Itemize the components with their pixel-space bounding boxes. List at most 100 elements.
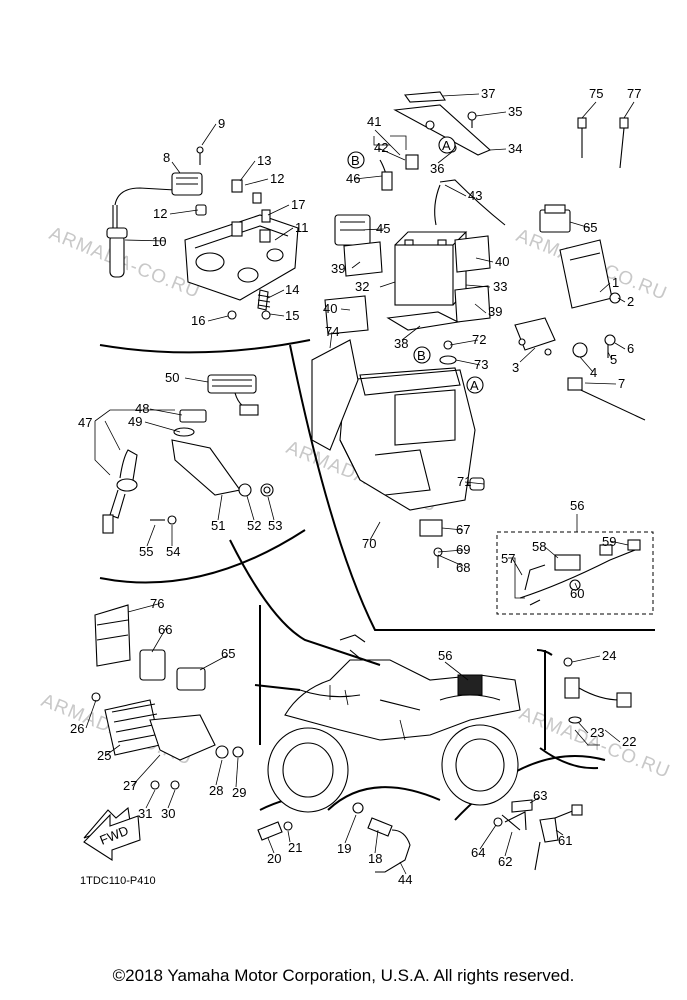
leader-line — [351, 261, 361, 269]
leader-line — [359, 228, 385, 231]
callout: 24 — [602, 648, 616, 663]
callout: 68 — [456, 560, 470, 575]
callout: 48 — [135, 401, 149, 416]
callout: 26 — [70, 721, 84, 736]
leader-line — [441, 527, 464, 531]
callout: 2 — [627, 294, 634, 309]
callout: 52 — [247, 518, 261, 533]
callout: 71 — [457, 474, 471, 489]
callout: 73 — [474, 357, 488, 372]
leader-line — [239, 160, 256, 182]
callout: 58 — [532, 539, 546, 554]
fwd-arrow: FWD — [83, 813, 141, 862]
leader-line — [475, 111, 507, 117]
bracket-line — [94, 409, 175, 476]
callout: 25 — [97, 748, 111, 763]
callout: 38 — [394, 336, 408, 351]
callout: 69 — [456, 542, 470, 557]
leader-line — [269, 313, 285, 317]
callout: 3 — [512, 360, 519, 375]
bottom-parts — [257, 799, 583, 873]
leader-line — [374, 129, 401, 156]
callout: 50 — [165, 370, 179, 385]
callout: 45 — [376, 221, 390, 236]
callout: 10 — [152, 234, 166, 249]
leader-line — [599, 282, 611, 293]
leader-line — [579, 356, 594, 373]
callout: 76 — [150, 596, 164, 611]
leader-line — [544, 546, 559, 559]
reference-marks: B A B A — [347, 136, 484, 394]
leader-line — [511, 557, 523, 576]
leader-line — [464, 481, 485, 485]
leader-line — [437, 151, 453, 164]
callout: 56 — [570, 498, 584, 513]
callout: 74 — [325, 324, 339, 339]
leader-line — [489, 148, 507, 151]
leader-line — [569, 221, 591, 229]
callout: 34 — [508, 141, 522, 156]
leader-line — [617, 297, 626, 303]
callout: 63 — [533, 788, 547, 803]
leader-line — [377, 147, 406, 161]
callout: 66 — [158, 622, 172, 637]
callout: 72 — [472, 332, 486, 347]
leader-line — [474, 303, 487, 314]
leader-lines — [85, 93, 635, 875]
callout: 12 — [153, 206, 167, 221]
leader-line — [199, 654, 229, 671]
bracket-line — [508, 557, 525, 599]
callout: 41 — [367, 114, 381, 129]
harness-subassembly — [496, 531, 654, 615]
leader-line — [267, 204, 290, 216]
leader-line — [369, 521, 381, 541]
callout: 42 — [374, 140, 388, 155]
leader-line — [444, 661, 469, 681]
leader-line — [244, 178, 269, 186]
callout: 57 — [501, 551, 515, 566]
ref-a-label: A — [470, 378, 479, 393]
leader-line — [207, 315, 229, 322]
callout: 39 — [488, 304, 502, 319]
callout-labels: 1 2 3 4 5 6 7 8 9 10 11 12 12 13 14 15 1… — [70, 86, 641, 887]
leader-line — [607, 351, 613, 361]
ref-b-label: B — [351, 153, 360, 168]
callout: 8 — [163, 150, 170, 165]
callout: 53 — [268, 518, 282, 533]
leader-line — [340, 308, 351, 311]
leader-line — [584, 382, 617, 385]
callout: 22 — [622, 734, 636, 749]
electrical-bracket — [184, 179, 299, 320]
callout: 32 — [355, 279, 369, 294]
ref-b-label: B — [417, 348, 426, 363]
leader-line — [401, 325, 421, 341]
callout: 23 — [590, 725, 604, 740]
callout: 18 — [368, 851, 382, 866]
callout: 65 — [221, 646, 235, 661]
callout: 51 — [211, 518, 225, 533]
callout: 27 — [123, 778, 137, 793]
leader-line — [329, 331, 333, 349]
callout: 43 — [468, 188, 482, 203]
callout: 59 — [602, 534, 616, 549]
relay-ecu-area — [514, 117, 646, 421]
callout: 61 — [558, 833, 572, 848]
leader-line — [604, 729, 621, 743]
callout: 15 — [285, 308, 299, 323]
leader-line — [479, 824, 497, 850]
leader-line — [267, 289, 285, 299]
callout: 31 — [138, 806, 152, 821]
callout: 55 — [139, 544, 153, 559]
callout: 67 — [456, 522, 470, 537]
callout: 70 — [362, 536, 376, 551]
leader-line — [441, 93, 480, 97]
callout: 36 — [430, 161, 444, 176]
leader-line — [374, 829, 379, 854]
leader-line — [519, 347, 536, 363]
leader-line — [614, 342, 626, 350]
leader-line — [144, 421, 181, 433]
leader-line — [581, 101, 597, 119]
watermark: ARMADA-CO.RU — [516, 703, 673, 783]
callout: 29 — [232, 785, 246, 800]
